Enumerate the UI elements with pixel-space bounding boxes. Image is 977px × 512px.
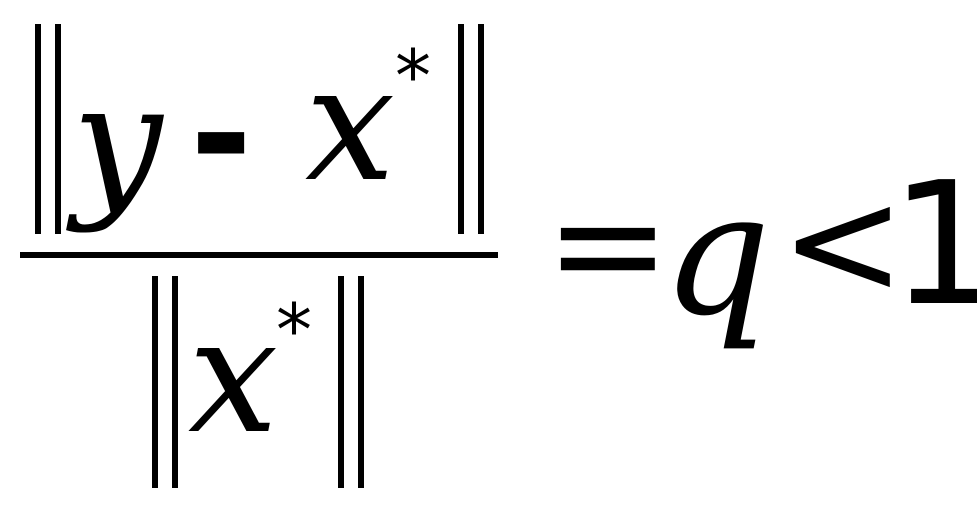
numerator-right-norm-bar-outer bbox=[478, 24, 484, 234]
number-one: 1 bbox=[890, 146, 977, 344]
variable-q: q bbox=[662, 156, 771, 354]
numerator-left-norm-bar-outer bbox=[35, 24, 41, 234]
denominator-right-norm-bar-inner bbox=[338, 276, 344, 488]
denominator-superscript-star: * bbox=[276, 288, 312, 372]
numerator-minus-sign: - bbox=[190, 48, 253, 222]
numerator-superscript-star: * bbox=[395, 34, 431, 118]
denominator-variable-x: x bbox=[188, 282, 279, 469]
denominator-right-norm-bar-outer bbox=[358, 276, 364, 488]
fraction-line bbox=[20, 252, 498, 258]
denominator-left-norm-bar-inner bbox=[172, 276, 178, 488]
less-than-sign: < bbox=[780, 156, 906, 330]
equals-sign: = bbox=[545, 158, 671, 332]
numerator-right-norm-bar-inner bbox=[458, 24, 464, 234]
numerator-variable-x: x bbox=[305, 30, 396, 217]
numerator-variable-y: y bbox=[72, 48, 163, 235]
denominator-left-norm-bar-outer bbox=[152, 276, 158, 488]
numerator-left-norm-bar-inner bbox=[55, 24, 61, 234]
